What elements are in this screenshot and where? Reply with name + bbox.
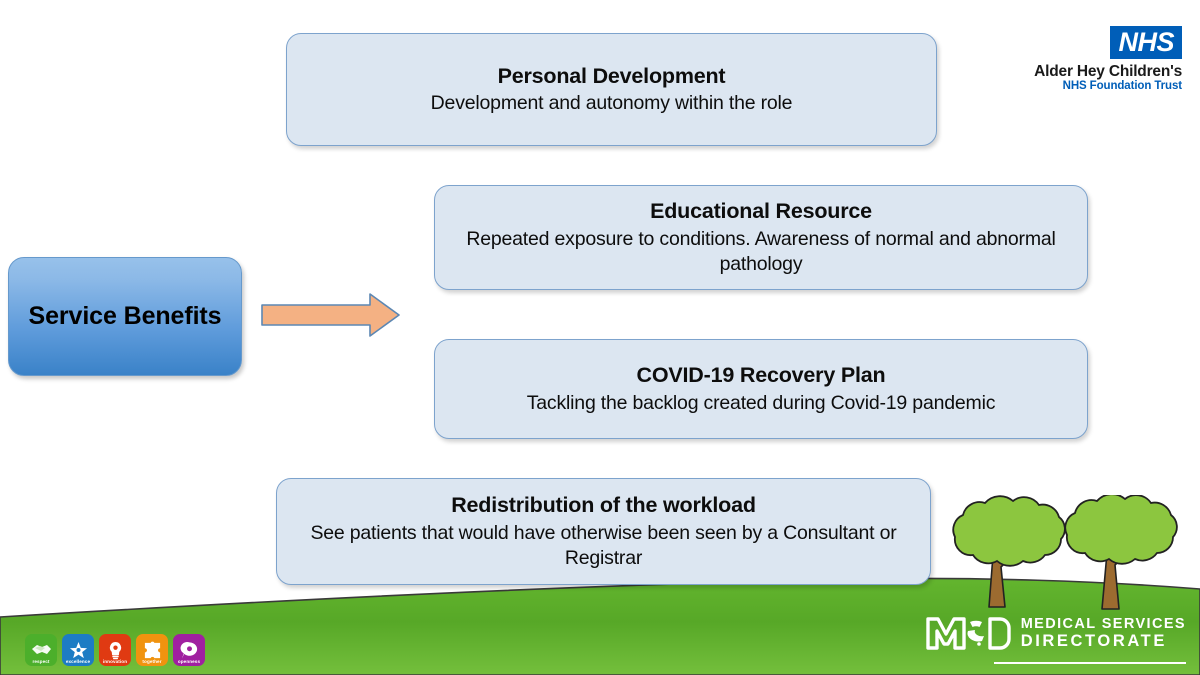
benefit-title: Redistribution of the workload bbox=[451, 493, 756, 518]
value-icon-openness: openness bbox=[173, 634, 205, 666]
msd-line-2: DIRECTORATE bbox=[1020, 631, 1167, 650]
values-icon-strip: respect excellence innovation together bbox=[25, 634, 205, 666]
nhs-trust-subtitle: NHS Foundation Trust bbox=[1062, 79, 1182, 92]
benefit-title: COVID-19 Recovery Plan bbox=[636, 363, 886, 388]
value-label-innovation: innovation bbox=[102, 659, 128, 665]
value-icon-respect: respect bbox=[25, 634, 57, 666]
msd-underline bbox=[994, 662, 1186, 664]
trees-illustration bbox=[935, 493, 1185, 620]
service-benefits-label: Service Benefits bbox=[28, 302, 222, 330]
nhs-badge: NHS bbox=[1110, 26, 1182, 60]
value-icon-innovation: innovation bbox=[99, 634, 131, 666]
benefit-description: Development and autonomy within the role bbox=[430, 92, 793, 115]
value-label-together: together bbox=[142, 659, 162, 665]
benefit-box-educational-resource[interactable]: Educational Resource Repeated exposure t… bbox=[434, 185, 1088, 290]
value-label-excellence: excellence bbox=[65, 659, 91, 665]
benefit-description: Repeated exposure to conditions. Awarene… bbox=[466, 227, 1056, 275]
value-icon-excellence: excellence bbox=[62, 634, 94, 666]
benefit-box-covid-recovery[interactable]: COVID-19 Recovery Plan Tackling the back… bbox=[434, 339, 1088, 439]
benefit-box-personal-development[interactable]: Personal Development Development and aut… bbox=[286, 33, 937, 146]
benefit-box-redistribution[interactable]: Redistribution of the workload See patie… bbox=[276, 478, 931, 585]
value-label-respect: respect bbox=[32, 659, 50, 665]
benefit-title: Educational Resource bbox=[650, 199, 872, 224]
benefit-title: Personal Development bbox=[497, 63, 726, 88]
nhs-trust-name: Alder Hey Children's bbox=[1034, 63, 1182, 81]
service-benefits-box[interactable]: Service Benefits bbox=[8, 257, 242, 376]
value-label-openness: openness bbox=[177, 659, 201, 665]
benefit-description: See patients that would have otherwise b… bbox=[310, 521, 897, 569]
msd-monogram-icon bbox=[924, 614, 1012, 657]
value-icon-together: together bbox=[136, 634, 168, 666]
msd-line-1: MEDICAL SERVICES bbox=[1020, 616, 1186, 632]
msd-logo: MEDICAL SERVICES DIRECTORATE bbox=[924, 614, 1186, 657]
right-arrow-icon bbox=[258, 291, 403, 339]
nhs-logo: NHS Alder Hey Children's NHS Foundation … bbox=[1002, 26, 1182, 92]
benefit-description: Tackling the backlog created during Covi… bbox=[526, 391, 996, 414]
